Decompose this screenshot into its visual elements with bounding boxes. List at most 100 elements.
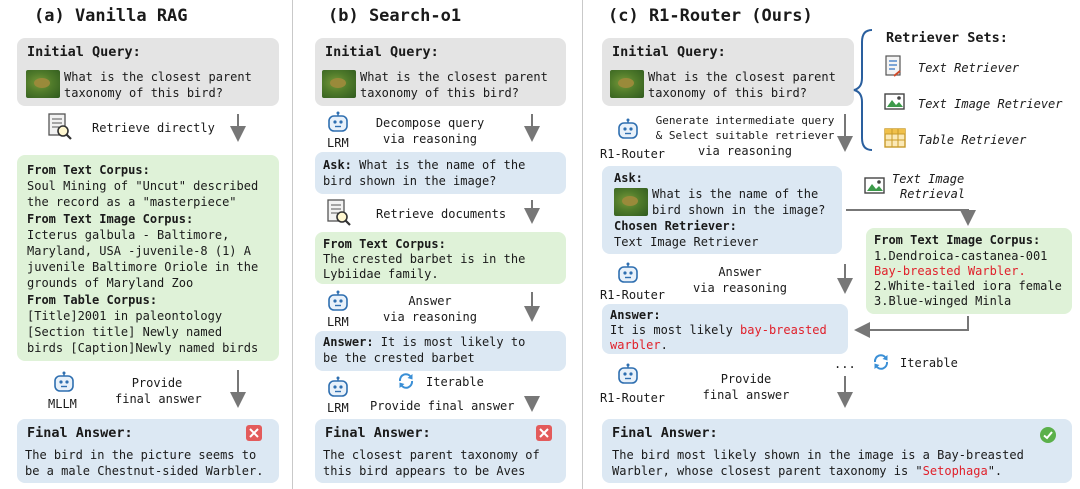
query-text-line1: What is the closest parent [648, 70, 836, 84]
bird-thumbnail [610, 70, 644, 98]
initial-query-label: Initial Query: [27, 44, 141, 60]
provide-final-answer-label: Provide final answer [370, 399, 515, 413]
provide-line2: final answer [115, 392, 202, 406]
final-answer-line2: Warbler, whose closest parent taxonomy i… [612, 463, 1002, 479]
query-text-line2: taxonomy of this bird? [360, 86, 519, 100]
document-search-icon [326, 198, 352, 228]
bird-thumbnail [614, 188, 648, 216]
answer-label: Answer: [610, 308, 661, 322]
text-doc-icon [884, 55, 904, 77]
panel-a-title: (a) Vanilla RAG [34, 6, 188, 26]
ask-line2: bird shown in the image? [652, 203, 826, 217]
retriever-text: Text Retriever [918, 61, 1020, 75]
retriever-text-image: Text Image Retriever [918, 97, 1063, 111]
panel-c-final-answer: Final Answer: The bird most likely shown… [602, 419, 1072, 483]
panel-b-corpus-box: From Text Corpus: The crested barbet is … [315, 232, 566, 284]
corpus-section-label: From Text Corpus: [27, 163, 150, 177]
model-label: MLLM [48, 397, 77, 411]
corpus-line1: The crested barbet is in the [323, 252, 526, 266]
text-image-retrieval-line2: Retrieval [900, 187, 966, 201]
panel-c-answer-box: Answer: It is most likely bay-breasted w… [602, 304, 848, 354]
final-answer-line1: The closest parent taxonomy of [323, 448, 540, 462]
corpus-label: From Text Image Corpus: [874, 233, 1041, 247]
answer-line2: warbler. [610, 337, 668, 353]
text-image-retrieval-line1: Text Image [892, 172, 965, 186]
panel-b-answer-box: Answer: It is most likely to be the cres… [315, 331, 566, 371]
answer-line1: Answer: It is most likely to [323, 334, 525, 350]
answer-text: . [660, 338, 668, 352]
ask-line1: Ask: What is the name of the [323, 157, 525, 173]
generate-line1: Generate intermediate query [655, 114, 835, 127]
corpus-line: Soul Mining of "Uncut" described [27, 179, 259, 194]
provide-line1: Provide [720, 372, 772, 386]
iterable-label: Iterable [900, 356, 958, 370]
image-icon [884, 92, 906, 112]
final-answer-line1: The bird in the picture seems to [25, 448, 257, 462]
model-label: R1-Router [600, 391, 666, 405]
bird-thumbnail [322, 70, 356, 98]
corpus-line: Icterus galbula - Baltimore, [27, 227, 230, 242]
final-answer-line2: be a male Chestnut-sided Warbler. [25, 464, 264, 478]
model-label: LRM [327, 401, 349, 415]
final-answer-line1: The bird most likely shown in the image … [612, 448, 1024, 462]
check-badge-icon [1040, 427, 1056, 443]
answer-line2: be the crested barbet [323, 351, 475, 365]
panel-b-ask-box: Ask: What is the name of the bird shown … [315, 152, 566, 194]
document-search-icon [47, 112, 73, 142]
final-answer-highlight: Setophaga [922, 464, 988, 478]
robot-icon [616, 262, 640, 286]
iterable-label: Iterable [426, 375, 484, 389]
final-answer-label: Final Answer: [27, 425, 133, 441]
bird-thumbnail [26, 70, 60, 98]
panel-c-corpus-box: From Text Image Corpus: 1.Dendroica-cast… [866, 228, 1072, 314]
corpus-line: grounds of Maryland Zoo [27, 276, 194, 291]
final-answer-label: Final Answer: [325, 425, 431, 441]
table-icon [884, 128, 906, 148]
provide-line2: final answer [702, 388, 790, 402]
provide-line1: Provide [131, 376, 183, 390]
model-label: LRM [327, 315, 349, 329]
cross-badge-icon [246, 425, 262, 441]
answer-highlight: bay-breasted [740, 323, 827, 337]
model-label: R1-Router [600, 288, 666, 302]
corpus-section-label: From Text Image Corpus: [27, 211, 194, 226]
final-answer-label: Final Answer: [612, 425, 718, 441]
chosen-retriever-value: Text Image Retriever [614, 235, 759, 249]
retriever-sets-label: Retriever Sets: [886, 30, 1008, 46]
ask-label: Ask: [323, 158, 352, 172]
query-text-line2: taxonomy of this bird? [648, 86, 807, 100]
initial-query-label: Initial Query: [325, 44, 439, 60]
retrieve-documents-label: Retrieve documents [376, 207, 507, 221]
corpus-line3: 2.White-tailed iora female [874, 279, 1062, 293]
separator-a-b [292, 0, 293, 489]
refresh-icon [397, 372, 415, 390]
panel-a-corpus-box [17, 155, 279, 361]
corpus-line4: 3.Blue-winged Minla [874, 294, 1012, 308]
corpus-line2: Lybiidae family. [323, 267, 439, 281]
cross-badge-icon [536, 425, 552, 441]
corpus-line: Maryland, USA -juvenile-8 (1) A [27, 244, 251, 258]
final-answer-line2: this bird appears to be Aves [323, 464, 526, 478]
answer-step-line1: Answer [408, 294, 452, 308]
panel-c-ask-box: Ask: What is the name of the bird shown … [602, 166, 842, 254]
robot-icon [52, 371, 76, 395]
ask-line1: What is the name of the [652, 187, 819, 201]
query-text-line2: taxonomy of this bird? [64, 86, 223, 100]
model-label: LRM [327, 136, 349, 150]
chosen-retriever-label: Chosen Retriever: [614, 219, 737, 233]
query-text-line1: What is the closest parent [360, 70, 548, 84]
panel-c-initial-query: Initial Query: What is the closest paren… [602, 38, 854, 106]
model-label: R1-Router [600, 147, 666, 161]
corpus-label: From Text Corpus: [323, 237, 446, 251]
final-answer-text: Warbler, whose closest parent taxonomy i… [612, 464, 923, 478]
decompose-line2: via reasoning [383, 132, 477, 146]
corpus-line2: Bay-breasted Warbler. [874, 264, 1026, 278]
robot-icon [616, 363, 640, 387]
answer-label: Answer: [323, 335, 374, 349]
panel-a-initial-query: Initial Query: What is the closest paren… [17, 38, 279, 106]
retrieve-directly-label: Retrieve directly [92, 121, 215, 135]
answer-step-line2: via reasoning [383, 310, 477, 324]
corpus-line: birds [Caption]Newly named birds [27, 341, 259, 356]
final-answer-text: ". [987, 464, 1003, 478]
query-text-line1: What is the closest parent [64, 70, 252, 84]
